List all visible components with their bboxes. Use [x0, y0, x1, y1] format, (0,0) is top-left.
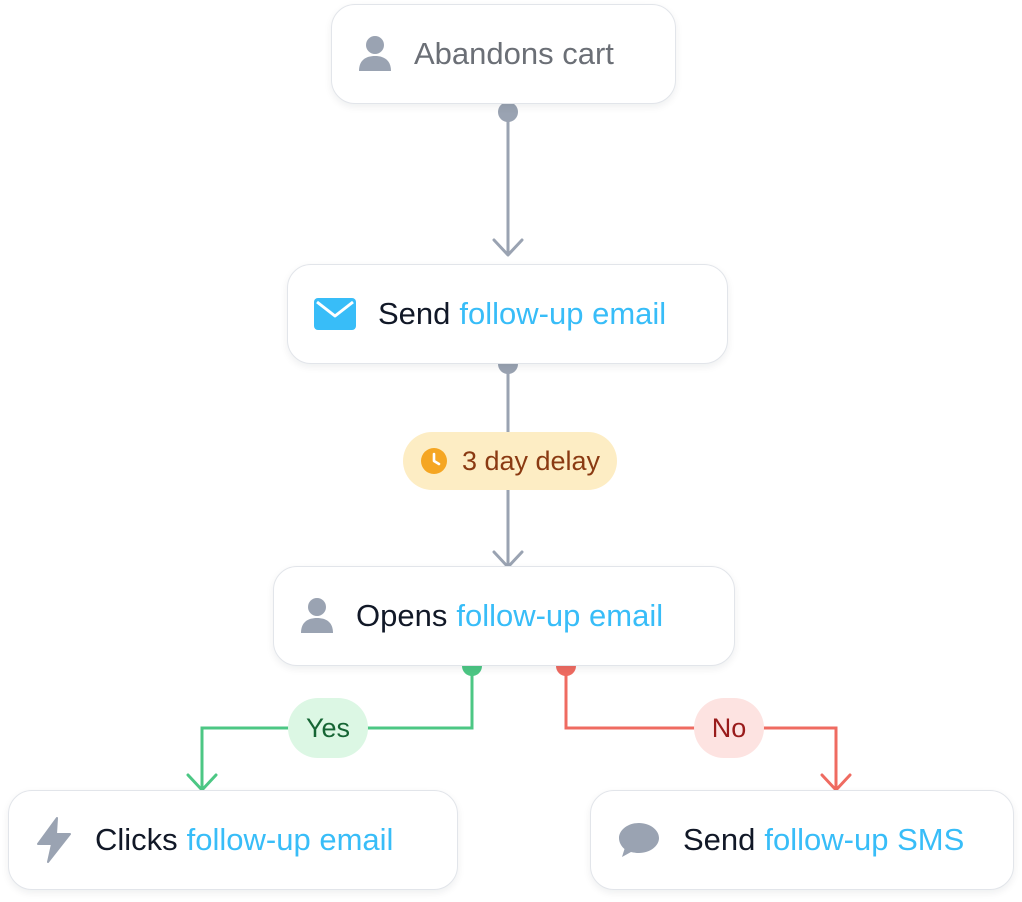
condition-node-opens-email[interactable]: Opens follow-up email: [273, 566, 735, 666]
action-node-send-email[interactable]: Send follow-up email: [287, 264, 728, 364]
outcome-node-send-sms[interactable]: Send follow-up SMS: [590, 790, 1014, 890]
node-action-text: Send: [378, 296, 451, 331]
branch-label-no: No: [694, 698, 764, 758]
clock-icon: [420, 447, 448, 475]
user-icon: [358, 35, 392, 73]
node-highlight-text: follow-up SMS: [764, 822, 965, 857]
node-action-text: Opens: [356, 598, 448, 633]
node-highlight-text: follow-up email: [186, 822, 394, 857]
node-action-text: Clicks: [95, 822, 178, 857]
delay-badge[interactable]: 3 day delay: [403, 432, 617, 490]
node-highlight-text: follow-up email: [456, 598, 664, 633]
delay-label: 3 day delay: [461, 445, 601, 476]
lightning-icon: [35, 817, 73, 863]
envelope-icon: [314, 298, 356, 330]
node-highlight-text: follow-up email: [459, 296, 667, 331]
trigger-node-abandons-cart[interactable]: Abandons cart: [331, 4, 676, 104]
user-icon: [300, 597, 334, 635]
node-label: Abandons cart: [414, 36, 614, 71]
node-action-text: Send: [683, 822, 756, 857]
connector-dot: [498, 102, 518, 122]
chat-bubble-icon: [617, 821, 661, 859]
branch-label-yes: Yes: [288, 698, 368, 758]
arrow-head: [492, 238, 524, 257]
outcome-node-clicks-email[interactable]: Clicks follow-up email: [8, 790, 458, 890]
